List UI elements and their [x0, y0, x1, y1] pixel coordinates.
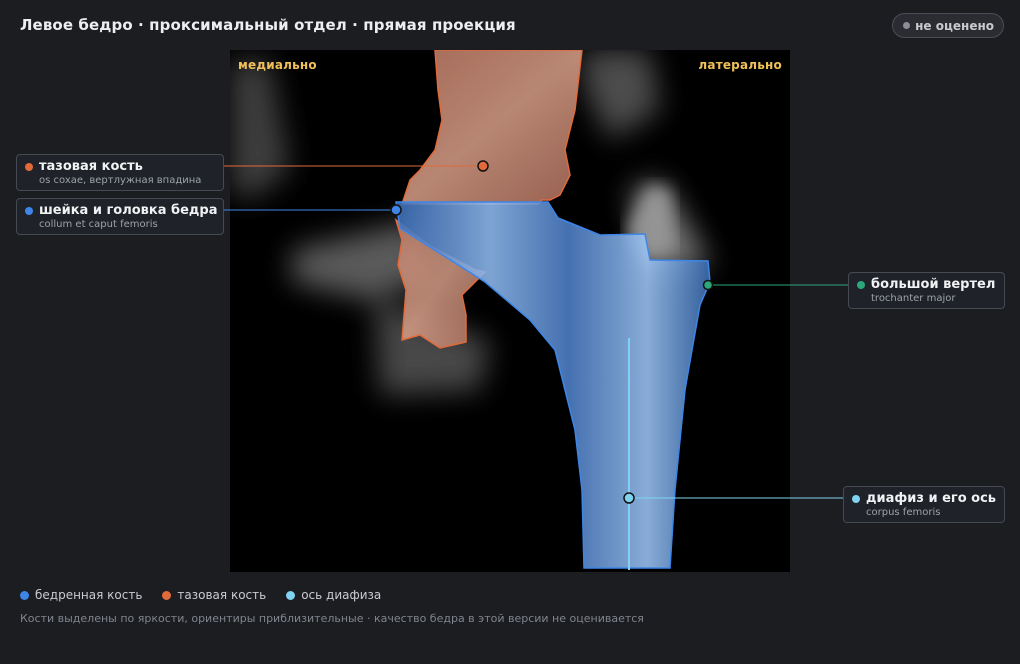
- neck-marker: [390, 204, 402, 216]
- femur-legend-icon: [20, 590, 29, 600]
- legend-item-pelvis: тазовая кость: [162, 588, 266, 602]
- callout-pelvis-latin: os coxae, вертлужная впадина: [39, 175, 202, 186]
- legend-label-femur: бедренная кость: [35, 588, 143, 602]
- status-dot-icon: [903, 22, 911, 29]
- callout-shaft-name: диафиз и его ось: [866, 491, 997, 506]
- femur-dot-icon: [25, 206, 33, 215]
- shaft-marker: [623, 492, 635, 504]
- xray-image: [230, 50, 711, 570]
- callout-neck-latin: collum et caput femoris: [39, 219, 158, 230]
- footnote: Кости выделены по яркости, ориентиры при…: [20, 612, 644, 625]
- status-label: не оценено: [915, 18, 994, 33]
- xray-viewer[interactable]: медиально латерально: [230, 50, 790, 572]
- status-badge[interactable]: не оценено: [892, 13, 1004, 38]
- legend-label-pelvis: тазовая кость: [177, 588, 267, 602]
- legend: бедренная кость тазовая кость ось диафиз…: [20, 588, 381, 602]
- pelvis-marker: [477, 160, 489, 172]
- orientation-lateral: латерально: [698, 58, 782, 72]
- callout-trochanter[interactable]: большой вертел trochanter major: [848, 272, 1005, 309]
- pelvis-legend-icon: [162, 590, 172, 600]
- pelvis-dot-icon: [25, 162, 33, 171]
- callout-shaft[interactable]: диафиз и его ось corpus femoris: [843, 486, 1005, 523]
- callout-neck-name: шейка и головка бедра: [39, 203, 218, 218]
- legend-item-femur: бедренная кость: [20, 588, 142, 602]
- axis-dot-icon: [852, 494, 860, 503]
- callout-femoral-neck[interactable]: шейка и головка бедра collum et caput fe…: [16, 198, 224, 235]
- page-title: Левое бедро · проксимальный отдел · прям…: [20, 16, 516, 34]
- callout-trochanter-latin: trochanter major: [871, 293, 956, 304]
- legend-label-axis: ось диафиза: [301, 588, 382, 602]
- axis-legend-icon: [286, 590, 296, 600]
- trochanter-dot-icon: [857, 280, 865, 289]
- trochanter-marker: [702, 279, 714, 291]
- callout-trochanter-name: большой вертел: [871, 277, 996, 292]
- callout-pelvis-name: тазовая кость: [39, 159, 143, 174]
- callout-pelvis[interactable]: тазовая кость os coxae, вертлужная впади…: [16, 154, 224, 191]
- orientation-medial: медиально: [238, 58, 317, 72]
- legend-item-axis: ось диафиза: [286, 588, 381, 602]
- callout-shaft-latin: corpus femoris: [866, 507, 941, 518]
